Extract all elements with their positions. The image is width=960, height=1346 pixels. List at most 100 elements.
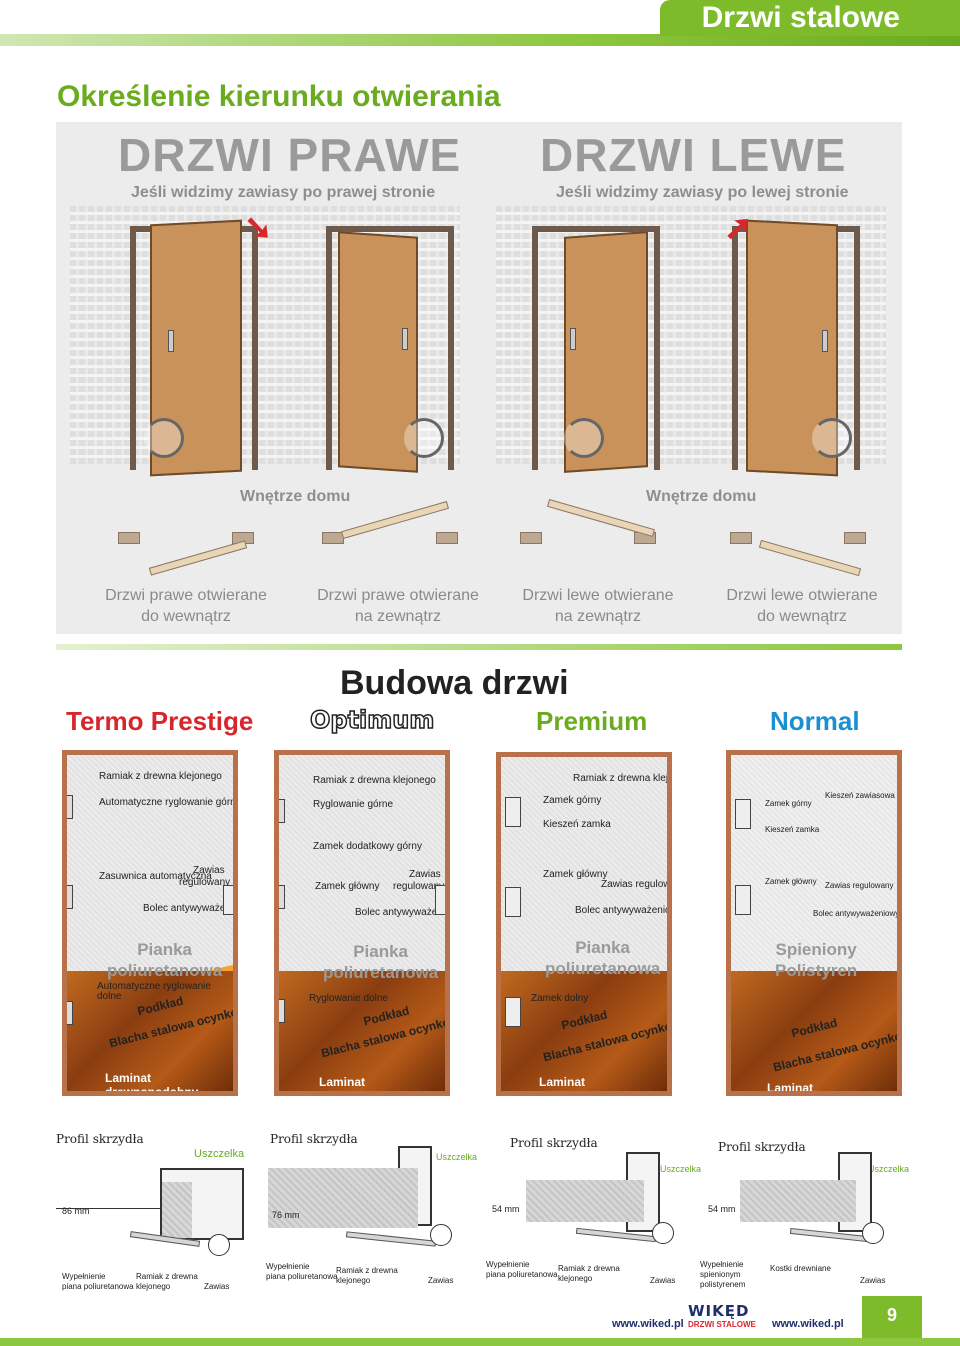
hinge-pointer-arrow-icon: ➘ — [244, 209, 273, 247]
part-label: Bolec antywyważeniowy — [575, 905, 671, 916]
fill-label: piana poliuretanowa — [62, 1282, 134, 1291]
laminate-label: Laminat drewnopodobny — [539, 1075, 633, 1096]
hinge-icon — [279, 999, 285, 1023]
caption-line: na zewnątrz — [354, 608, 442, 625]
construction-title: Budowa drzwi — [340, 664, 569, 702]
hinge-icon — [279, 799, 285, 823]
fill-label: piana poliuretanowa — [486, 1270, 558, 1279]
hinge-label: Zawias — [650, 1276, 676, 1285]
hinge-icon — [669, 797, 672, 821]
logo-sub: DRZWI STALOWE — [688, 1320, 756, 1329]
part-label: Ryglowanie dolne — [309, 993, 388, 1004]
door-handle-icon — [822, 330, 828, 352]
lock-icon — [735, 885, 751, 915]
thickness-label: 54 mm — [708, 1204, 736, 1214]
opening-direction-panel: DRZWI PRAWE Jeśli widzimy zawiasy po pra… — [56, 122, 902, 634]
profile-premium: Profil skrzydła Uszczelka 54 mm Wypełnie… — [486, 1136, 708, 1292]
section-divider — [56, 644, 902, 650]
logo-main: WIKĘD — [688, 1302, 750, 1320]
wood-laminate — [279, 971, 445, 1091]
seal-label: Uszczelka — [660, 1164, 702, 1174]
caption-line: Drzwi lewe otwierane — [726, 587, 878, 604]
part-label: Automatyczne ryglowanie górne — [99, 797, 238, 808]
door-plan-leaf — [547, 498, 655, 538]
caption-line: na zewnątrz — [554, 608, 642, 625]
fill-label: polistyrenem — [700, 1280, 746, 1289]
profile-frame-section — [162, 1182, 192, 1238]
hinge-icon — [669, 897, 672, 921]
frame-label: Ramiak z drewna — [558, 1264, 620, 1273]
part-label: Zamek główny — [543, 869, 608, 880]
caption-line: do wewnątrz — [757, 608, 847, 625]
part-label: regulowany — [393, 881, 445, 892]
part-label: Zamek górny — [765, 799, 812, 808]
wall-block — [436, 532, 458, 544]
thickness-label: 76 mm — [272, 1210, 300, 1220]
section-tab: Drzwi stalowe — [660, 0, 960, 36]
hinge-knuckle-icon — [208, 1234, 230, 1256]
part-label: Zawias — [193, 865, 225, 876]
profile-core-section — [740, 1180, 856, 1222]
seal-label: Uszczelka — [868, 1164, 910, 1174]
left-door-title: DRZWI LEWE — [540, 129, 847, 181]
profile-title: Profil skrzydła — [56, 1132, 144, 1146]
wall-block — [844, 532, 866, 544]
core-line: poliuretanowa — [323, 963, 439, 982]
lock-icon — [505, 887, 521, 917]
rotate-arrow-icon — [812, 418, 852, 458]
laminate-label: Laminat drewnopodobny — [767, 1081, 814, 1095]
header-bar — [0, 34, 960, 46]
profile-title: Profil skrzydła — [718, 1140, 806, 1154]
core-line: Pianka — [137, 940, 193, 959]
thickness-label: 54 mm — [492, 1204, 520, 1214]
hinge-icon — [67, 1001, 73, 1025]
caption-left-outward: Drzwi lewe otwierane na zewnątrz — [488, 585, 708, 627]
wall-block — [520, 532, 542, 544]
interior-label-right: Wnętrze domu — [240, 488, 351, 505]
hinge-pointer-arrow-icon: ➚ — [724, 209, 753, 247]
fill-label: spienionym — [700, 1270, 741, 1279]
lock-icon — [435, 885, 445, 915]
interior-label-left: Wnętrze domu — [646, 488, 757, 505]
footer-url-right[interactable]: www.wiked.pl — [772, 1318, 844, 1330]
wall-block — [118, 532, 140, 544]
right-door-title: DRZWI PRAWE — [118, 129, 462, 181]
fill-label: Wypełnienie — [266, 1262, 310, 1271]
frame-label: klejonego — [336, 1276, 371, 1285]
caption-right-inward: Drzwi prawe otwierane do wewnątrz — [76, 585, 296, 627]
hinge-label: Zawias — [860, 1276, 886, 1285]
profile-core-section — [526, 1180, 644, 1222]
part-label: Zamek dolny — [531, 993, 589, 1004]
page-header: Drzwi stalowe — [0, 0, 960, 46]
laminate-label: Laminat drewnopodobny — [319, 1075, 413, 1096]
lock-icon — [505, 997, 521, 1027]
part-label: Ramiak z drewna klejonego — [313, 775, 436, 786]
frame-label: klejonego — [136, 1282, 171, 1291]
hinge-label: Zawias — [204, 1282, 230, 1291]
caption-line: Drzwi prawe otwierane — [317, 587, 479, 604]
fill-label: piana poliuretanowa — [266, 1272, 338, 1281]
door-handle-icon — [168, 330, 174, 352]
frame-label: klejonego — [558, 1274, 593, 1283]
part-label: Bolec antywyważeniowy — [813, 909, 900, 918]
part-label: Zawias regulowany — [601, 879, 671, 890]
caption-line: do wewnątrz — [141, 608, 231, 625]
door-plan-leaf — [148, 540, 248, 576]
fill-label: Wypełnienie — [700, 1260, 744, 1269]
footer-url-left[interactable]: www.wiked.pl — [612, 1318, 684, 1330]
door-handle-icon — [570, 328, 576, 350]
profile-normal: Profil skrzydła Uszczelka 54 mm Wypełnie… — [700, 1136, 910, 1292]
part-label: Ryglowanie górne — [313, 799, 394, 810]
hinge-knuckle-icon — [862, 1222, 884, 1244]
frame-label: Kostki drewniane — [770, 1264, 831, 1273]
part-label: Zamek dodatkowy górny — [313, 841, 422, 852]
hinge-knuckle-icon — [430, 1224, 452, 1246]
profile-title: Profil skrzydła — [510, 1136, 598, 1150]
wood-laminate — [731, 971, 897, 1091]
profile-core-section — [268, 1168, 418, 1228]
